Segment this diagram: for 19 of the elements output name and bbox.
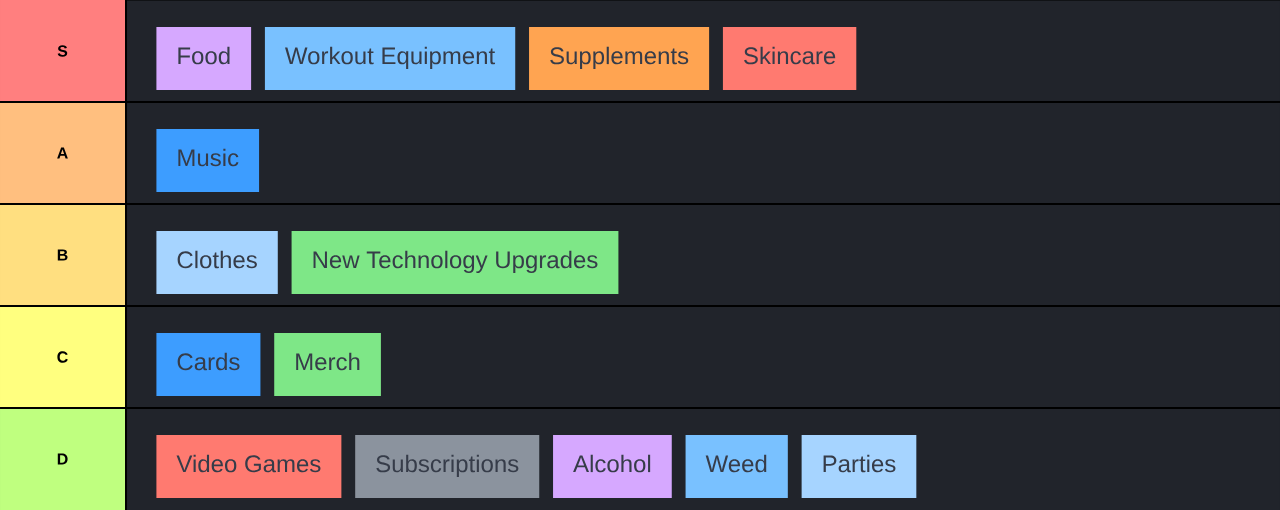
item-tile: Supplements [529,27,710,90]
item-tile: Food [156,27,252,90]
tier-label: S [0,0,125,102]
item-tile: Subscriptions [355,435,540,498]
item-tile: Clothes [156,231,278,294]
item-tile: Cards [156,333,261,396]
item-tile: Workout Equipment [264,27,516,90]
item-tile: Parties [801,435,917,498]
tier-label: B [0,204,125,306]
item-tile: Weed [685,435,788,498]
item-tile: Video Games [156,435,342,498]
tier-label: D [0,408,125,510]
item-tile: Merch [274,333,381,396]
tier-label: C [0,306,125,408]
item-tile: Music [156,129,260,192]
item-tile: Alcohol [553,435,672,498]
item-tile: New Technology Upgrades [291,231,619,294]
tier-label: A [0,102,125,204]
item-tile: Skincare [722,27,857,90]
